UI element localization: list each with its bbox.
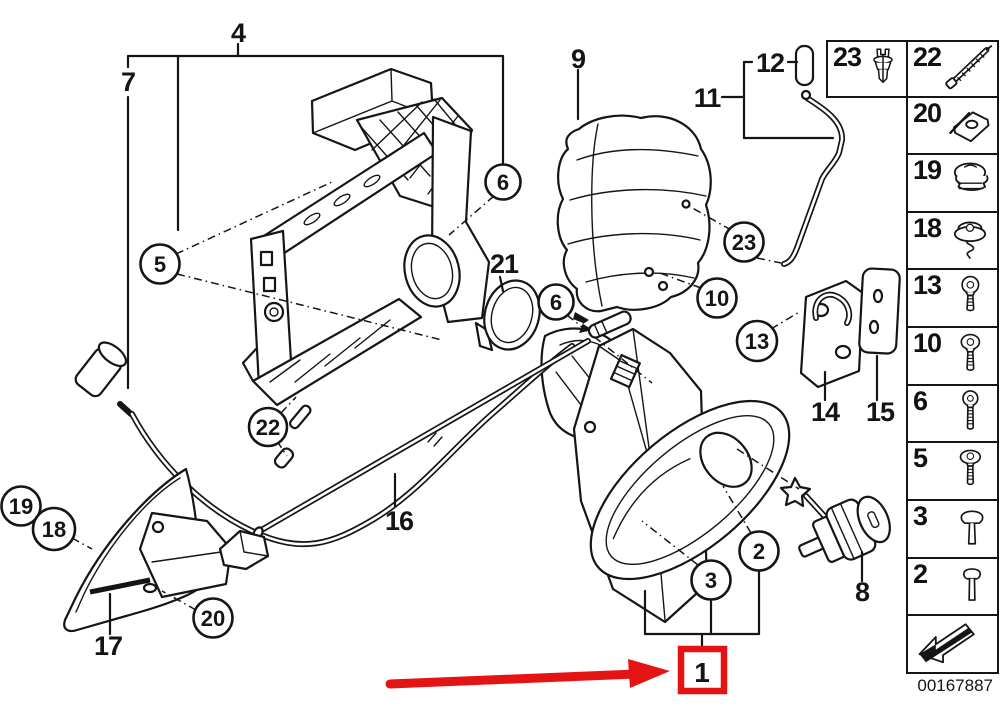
plastic-rivet-icon	[949, 558, 995, 615]
callout-20-label: 20	[201, 606, 225, 631]
torx-screw-icon	[949, 442, 995, 501]
sealing-plug-icon	[945, 156, 995, 211]
dash-leader-lines	[71, 181, 802, 611]
callout-2: 2	[738, 530, 780, 572]
callout-6a-label: 6	[497, 170, 509, 195]
callout-10-label: 10	[705, 286, 729, 311]
cap-nut-icon	[945, 212, 995, 269]
gasket-drawing	[474, 279, 541, 352]
callout-6a: 6	[484, 163, 522, 201]
label-16: 16	[385, 506, 414, 536]
label-11: 11	[694, 83, 722, 113]
legend-cell-23: 23	[826, 40, 908, 98]
bowden-cable-drawing	[74, 310, 632, 548]
label-8: 8	[855, 577, 870, 607]
callout-6b: 6	[537, 283, 575, 321]
legend-number: 2	[913, 559, 928, 589]
callout-22: 22	[247, 406, 289, 448]
highlight-box	[677, 645, 728, 695]
legend-cell-2: 2	[906, 557, 999, 616]
torx-screw-icon	[949, 270, 995, 327]
label-17: 17	[94, 631, 122, 661]
callout-23-label: 23	[732, 230, 756, 255]
plain-labels: 4 7 9 11 12 21 14 15 16 17 8	[94, 18, 896, 661]
callout-10: 10	[696, 277, 738, 319]
legend-number: 22	[913, 42, 942, 72]
callout-2-label: 2	[753, 539, 765, 564]
legend-number: 5	[913, 443, 928, 473]
label-4: 4	[231, 18, 246, 48]
legend-cell-20: 20	[906, 96, 999, 155]
legend-number: 13	[913, 270, 942, 300]
legend-number: 20	[913, 98, 942, 128]
callout-13-label: 13	[745, 329, 769, 354]
callout-5-label: 5	[154, 252, 166, 277]
circled-callouts: 5 6 6 10 13 23 22 19	[0, 163, 780, 639]
label-14: 14	[811, 397, 840, 427]
legend-cell-19: 19	[906, 153, 999, 213]
callout-22-label: 22	[256, 415, 280, 440]
callout-19: 19	[0, 485, 42, 527]
callout-13: 13	[735, 319, 779, 363]
legend-cell-22: 22	[906, 40, 999, 98]
legend-cell-18: 18	[906, 211, 999, 270]
legend-number: 6	[913, 386, 928, 416]
label-21: 21	[490, 249, 519, 279]
legend-cell-10: 10	[906, 326, 999, 386]
legend-number: 19	[913, 155, 942, 185]
callout-23: 23	[723, 221, 765, 263]
expanding-rivet-icon	[862, 42, 904, 97]
clip-nut-icon	[943, 97, 995, 154]
small-clips-drawing	[273, 404, 312, 469]
image-code: 00167887	[917, 676, 993, 695]
torx-screw-icon	[949, 384, 995, 443]
red-arrow-shaft	[385, 669, 641, 689]
label-9: 9	[571, 44, 586, 74]
highlight-annotation: 1	[385, 645, 728, 695]
legend-number: 23	[833, 42, 862, 72]
cable-end-clip	[573, 312, 593, 333]
door-catch-drawing	[799, 267, 901, 389]
callout-3-label: 3	[705, 568, 717, 593]
lock-rod-drawing	[781, 44, 845, 267]
torx-screw-icon	[949, 327, 995, 386]
legend-number: 3	[913, 501, 928, 531]
legend-cell-13: 13	[906, 268, 999, 328]
highlight-box-label: 1	[694, 657, 710, 688]
label-7: 7	[121, 67, 135, 97]
label-15: 15	[866, 397, 895, 427]
callout-6b-label: 6	[550, 290, 562, 315]
lock-cylinder-drawing	[779, 476, 891, 563]
callout-20: 20	[192, 597, 234, 639]
legend-number: 10	[913, 328, 942, 358]
legend-cell-6: 6	[906, 384, 999, 443]
rod-sleeve-12	[794, 44, 815, 87]
direction-arrow-icon	[915, 617, 991, 672]
callout-5: 5	[139, 243, 181, 285]
callout-3: 3	[690, 559, 732, 601]
red-arrow-head	[628, 659, 670, 688]
callout-18-label: 18	[42, 517, 66, 542]
callout-18: 18	[31, 506, 77, 552]
legend-cell-5: 5	[906, 441, 999, 501]
lock-actuator-drawing	[556, 114, 712, 313]
cable-strap-icon	[943, 42, 995, 97]
label-12: 12	[756, 48, 784, 78]
legend-cell-direction	[906, 614, 999, 674]
legend-cell-3: 3	[906, 499, 999, 559]
plastic-rivet-icon	[949, 500, 995, 559]
legend-table: 23 22 20	[826, 40, 999, 674]
legend-number: 18	[913, 213, 942, 243]
outer-handle-drawing	[589, 399, 791, 581]
callout-19-label: 19	[9, 494, 33, 519]
corner-cover-drawing	[63, 467, 270, 633]
